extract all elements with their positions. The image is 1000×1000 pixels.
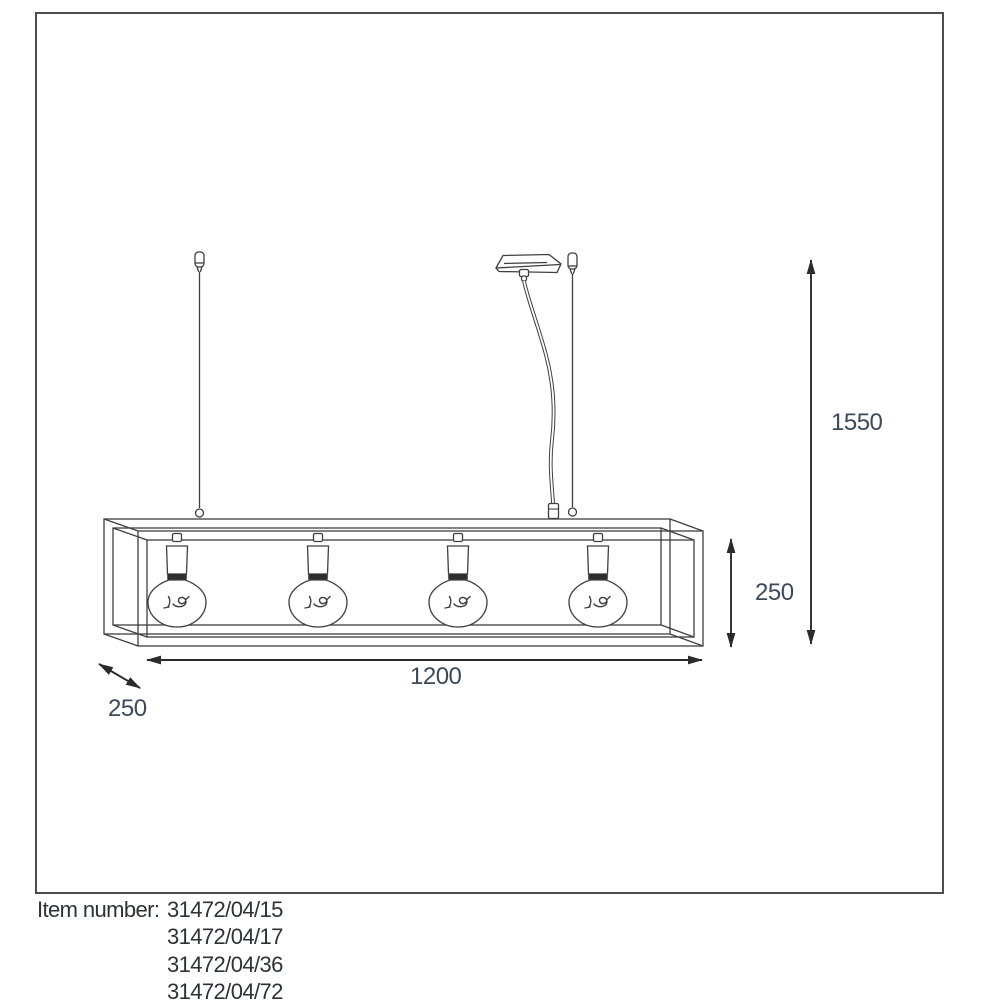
bulb-2 xyxy=(288,532,348,628)
dimension-label-total-height: 1550 xyxy=(831,409,883,436)
item-number: 31472/04/72 xyxy=(167,979,283,1000)
bulbs xyxy=(147,532,628,628)
suspension-wire-left xyxy=(194,251,205,518)
dimension-label-frame-depth: 250 xyxy=(108,695,147,722)
suspension-wire-right xyxy=(567,252,578,517)
bulb-4 xyxy=(568,532,628,628)
item-number-label: Item number: xyxy=(37,897,160,922)
item-number: 31472/04/15 xyxy=(167,897,283,922)
dimension-arrow-frame-depth xyxy=(98,663,141,689)
item-number: 31472/04/36 xyxy=(167,951,283,977)
power-cord xyxy=(522,280,560,520)
bulb-1 xyxy=(147,532,207,628)
bulb-3 xyxy=(428,532,488,628)
item-number: 31472/04/17 xyxy=(167,924,283,950)
lamp-frame xyxy=(103,518,704,647)
dimension-lines xyxy=(98,259,816,689)
page-border xyxy=(35,12,944,894)
dimension-label-frame-width: 1200 xyxy=(410,663,462,690)
dimension-label-frame-height: 250 xyxy=(755,579,794,606)
ceiling-canopy xyxy=(495,253,562,282)
